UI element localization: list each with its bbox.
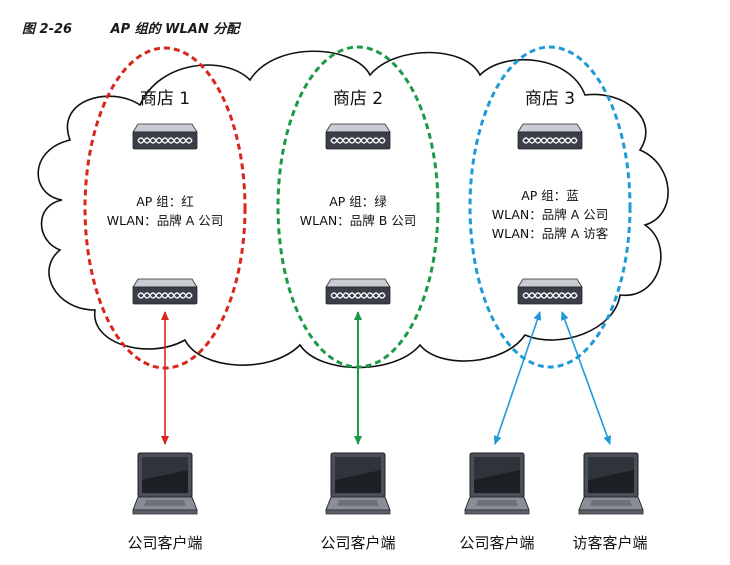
- ap-group-label: AP 组：红: [136, 194, 194, 209]
- store-title: 商店 1: [140, 89, 190, 109]
- access-point-icon: [132, 278, 198, 305]
- figure-number: 图 2-26: [22, 22, 73, 37]
- store-title: 商店 2: [333, 89, 383, 109]
- laptop-icon: [464, 452, 530, 515]
- ap-group-label: AP 组：蓝: [521, 188, 579, 203]
- laptop-icon: [578, 452, 644, 515]
- wlan-label: WLAN：品牌 A 访客: [492, 226, 609, 241]
- client-label: 公司客户端: [320, 534, 395, 552]
- ap-group-label: AP 组：绿: [329, 194, 387, 209]
- figure-title: AP 组的 WLAN 分配: [110, 22, 240, 37]
- access-point-icon: [517, 278, 583, 305]
- ap-group-blue-oval: [468, 45, 632, 369]
- figure-caption: 图 2-26 AP 组的 WLAN 分配: [22, 18, 239, 37]
- access-point-icon: [325, 278, 391, 305]
- wlan-label: WLAN：品牌 B 公司: [300, 213, 417, 228]
- access-point-icon: [517, 123, 583, 150]
- wlan-label: WLAN：品牌 A 公司: [492, 207, 609, 222]
- access-point-icon: [132, 123, 198, 150]
- access-point-icon: [325, 123, 391, 150]
- laptop-icon: [132, 452, 198, 515]
- client-label: 公司客户端: [459, 534, 534, 552]
- connection-line-blue-corp: [493, 311, 542, 445]
- client-label: 访客客户端: [572, 534, 647, 552]
- client-label: 公司客户端: [127, 534, 202, 552]
- laptop-icon: [325, 452, 391, 515]
- store-title: 商店 3: [525, 89, 575, 109]
- wlan-label: WLAN：品牌 A 公司: [107, 213, 224, 228]
- connection-line-blue-guest: [560, 311, 612, 445]
